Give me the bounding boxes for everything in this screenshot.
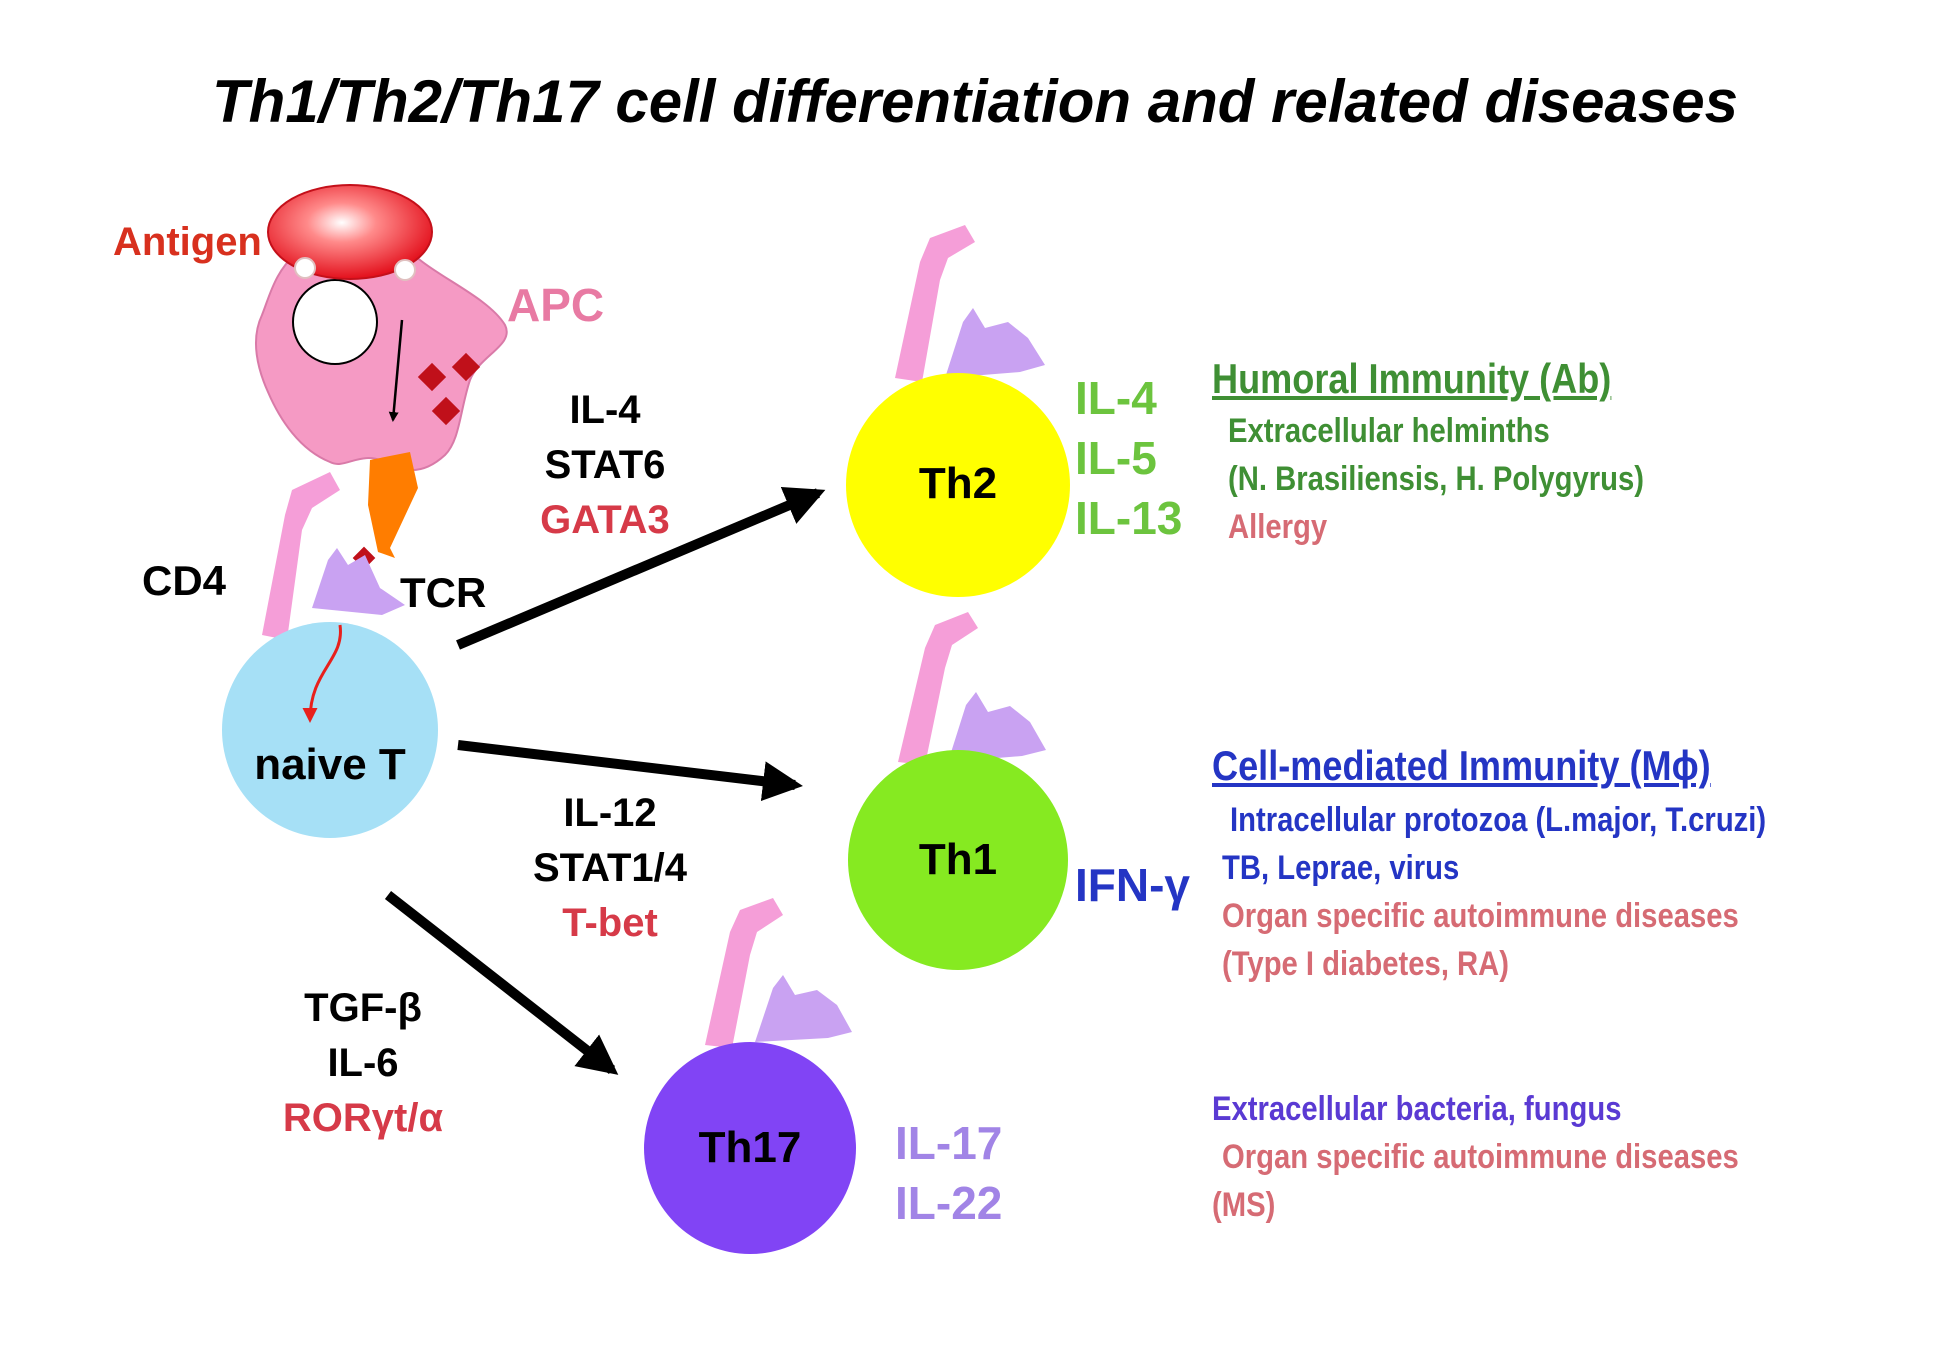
th2-tcr [945, 308, 1045, 378]
th1-label: Th1 [918, 835, 998, 884]
th2-signal-cytokine: IL-4 [569, 388, 641, 432]
th1-signal-cytokine: IL-12 [563, 791, 657, 835]
arrow-to-th1 [457, 740, 803, 802]
th2-cytokine: IL-5 [1075, 432, 1157, 484]
antigen-particle [267, 184, 433, 280]
arrow-to-th2 [456, 487, 826, 650]
th17-info-line: (MS) [1212, 1186, 1276, 1224]
th2-cytokine: IL-13 [1075, 492, 1183, 544]
th2-label: Th2 [918, 459, 998, 508]
th2-signal-factor: GATA3 [540, 498, 670, 542]
th1-cytokine: IFN-γ [1075, 859, 1190, 911]
th2-info-line: Extracellular helminths [1228, 412, 1550, 450]
apc-nucleus [292, 279, 378, 365]
diagram-title: Th1/Th2/Th17 cell differentiation and re… [211, 68, 1738, 135]
cd4-label: CD4 [142, 557, 227, 604]
mhc-molecule [368, 452, 418, 558]
th2-cd4 [895, 225, 975, 382]
antigen-peptide [451, 352, 481, 382]
th17-signal-cytokine1: TGF-β [304, 986, 422, 1030]
th1-signal-factor: T-bet [562, 901, 658, 945]
th2-info-line: Allergy [1228, 508, 1328, 546]
naive-t-label: naive T [254, 740, 406, 789]
th17-label: Th17 [698, 1123, 802, 1172]
th1-tcr [948, 692, 1046, 762]
th1-info-heading: Cell-mediated Immunity (Mϕ) [1212, 742, 1711, 789]
antigen-label: Antigen [113, 220, 262, 264]
th17-tcr [755, 975, 852, 1042]
th2-info-heading: Humoral Immunity (Ab) [1212, 355, 1612, 402]
th1-info-line: TB, Leprae, virus [1222, 849, 1460, 887]
th2-info-line: (N. Brasiliensis, H. Polygyrus) [1228, 460, 1644, 498]
th17-cytokine: IL-17 [895, 1117, 1003, 1169]
th17-cd4 [705, 898, 783, 1048]
antigen-peptide [431, 396, 461, 426]
apc-label: APC [507, 279, 605, 331]
th1-cd4 [898, 612, 978, 765]
antigen-bud [394, 259, 416, 281]
antigen-peptide [417, 362, 447, 392]
th1-info-line: Organ specific autoimmune diseases [1222, 897, 1739, 935]
cd4-molecule [262, 472, 340, 640]
th2-signal-stat: STAT6 [544, 443, 666, 487]
th17-info-line: Organ specific autoimmune diseases [1222, 1138, 1739, 1176]
arrow-to-th17 [384, 891, 619, 1075]
th1-signal-stat: STAT1/4 [532, 846, 688, 890]
naive-t-cell [222, 622, 438, 838]
th17-cell [644, 1042, 856, 1254]
th17-signal-factor: RORγt/α [282, 1096, 444, 1140]
th1-info-line: (Type I diabetes, RA) [1222, 945, 1510, 983]
th17-cytokine: IL-22 [895, 1177, 1003, 1229]
th17-info-line: Extracellular bacteria, fungus [1212, 1090, 1622, 1128]
processing-arrow [388, 319, 404, 422]
tcr-label: TCR [400, 569, 487, 616]
antigen-bud [294, 257, 316, 279]
th1-info-line: Intracellular protozoa (L.major, T.cruzi… [1230, 801, 1767, 839]
th2-cytokine: IL-4 [1075, 372, 1157, 424]
th17-signal-cytokine2: IL-6 [327, 1041, 399, 1085]
signal-arrow [302, 624, 342, 723]
th1-cell [848, 750, 1068, 970]
tcr-molecule [312, 548, 405, 615]
th2-cell [846, 373, 1070, 597]
